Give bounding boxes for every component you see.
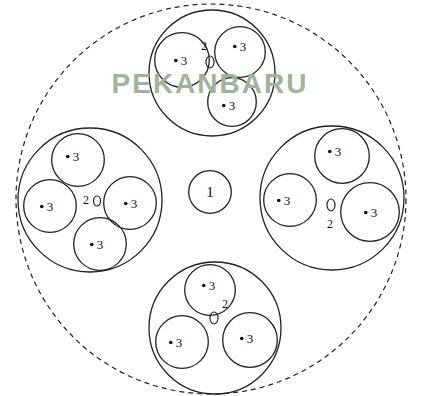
strand-circle: 3: [155, 315, 209, 369]
strand-circle: 3: [73, 217, 127, 271]
circle-outline: [103, 176, 157, 230]
strand-dot: [90, 243, 94, 247]
outer-boundary: [16, 4, 406, 394]
callout-number: 2: [83, 194, 89, 206]
callout-number: 3: [284, 194, 291, 207]
watermark: PEKANBARU: [112, 70, 309, 98]
circle-outline: [314, 128, 370, 184]
strand-circle: 3: [184, 264, 236, 316]
circle-outline: [104, 177, 157, 230]
strand-dot: [169, 341, 173, 345]
circle-outline: [340, 182, 400, 242]
strand-dot: [124, 202, 128, 206]
callout-number: 3: [371, 206, 378, 219]
strand-dot: [328, 150, 332, 154]
callout-number: 3: [181, 54, 188, 67]
strand-dot: [40, 205, 44, 209]
bundle-circle: [149, 262, 281, 394]
circle-outline: [74, 218, 127, 271]
circle-outline: [315, 129, 370, 184]
strand-dot: [222, 104, 226, 108]
circle-outline: [52, 134, 105, 187]
strand-circle: 3: [314, 128, 370, 184]
strand-dot: [364, 211, 368, 215]
small-ellipse: [327, 199, 335, 211]
strand-dot: [240, 337, 244, 341]
strand-circle: 3: [340, 182, 400, 242]
callout-number: 2: [201, 40, 207, 52]
callout-number: 2: [327, 218, 333, 230]
callout-number: 2: [222, 298, 228, 310]
bundle-circle: [18, 128, 162, 272]
circle-outline: [223, 313, 278, 368]
callout-number: 3: [335, 145, 342, 158]
callout-number: 3: [176, 336, 183, 349]
strand-circle: 3: [222, 312, 278, 368]
small-ellipse: [94, 196, 101, 206]
strand-dot: [277, 199, 281, 203]
callout-number: 3: [229, 99, 236, 112]
strand-circle: 3: [23, 179, 77, 233]
strand-dot: [66, 155, 70, 159]
callout-number: 3: [73, 150, 80, 163]
callout-number: 3: [240, 40, 247, 53]
core-circle: 1: [188, 170, 232, 214]
strand-dot: [233, 45, 237, 49]
circle-outline: [185, 265, 236, 316]
strand-circle: 3: [103, 176, 157, 230]
circle-outline: [189, 171, 232, 214]
circle-outline: [24, 180, 77, 233]
strand-circle: 3: [263, 173, 317, 227]
core-number: 1: [206, 185, 214, 200]
callout-number: 3: [97, 238, 104, 251]
strand-dot: [202, 284, 206, 288]
callout-number: 3: [209, 279, 216, 292]
callout-number: 3: [47, 200, 54, 213]
callout-number: 3: [247, 332, 254, 345]
strand-circle: 3: [51, 133, 105, 187]
circle-outline: [156, 316, 209, 369]
circle-outline: [341, 183, 400, 242]
callout-number: 3: [131, 197, 138, 210]
bundle-circle: [260, 126, 404, 270]
small-ellipse: [206, 56, 214, 68]
strand-dot: [174, 59, 178, 63]
circle-outline: [264, 174, 317, 227]
